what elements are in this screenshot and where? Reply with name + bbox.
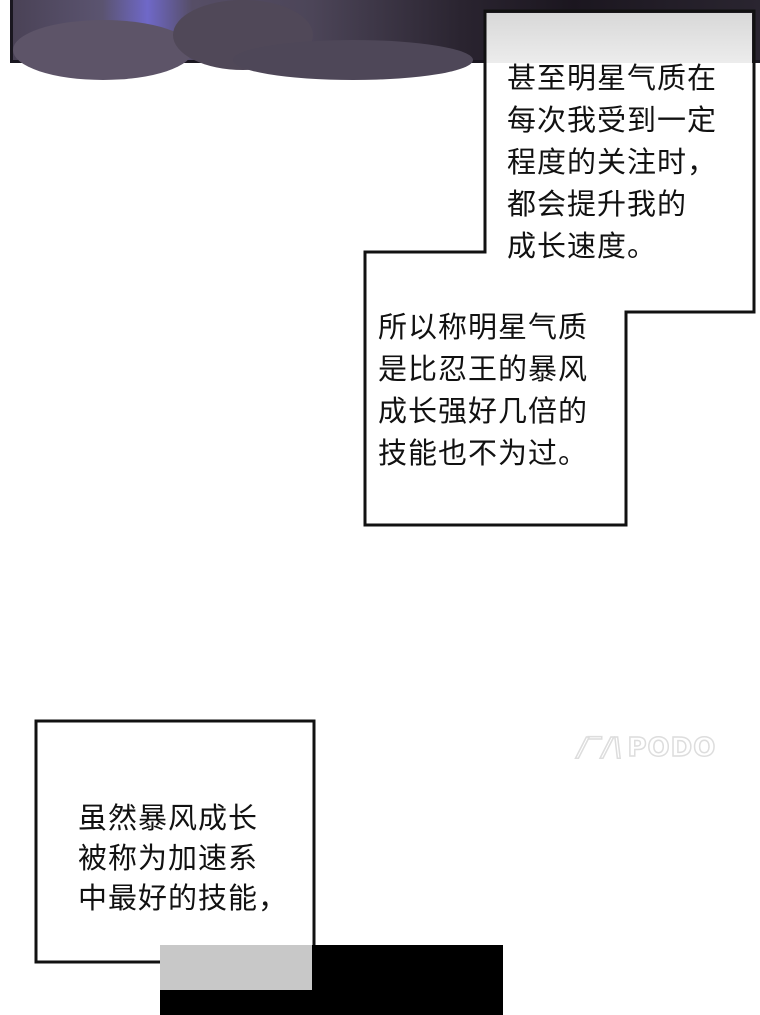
watermark-text: PODO xyxy=(627,732,717,764)
caption-line: 被称为加速系 xyxy=(78,841,259,875)
caption-line: 是比忍王的暴风 xyxy=(378,352,589,386)
rock xyxy=(233,40,473,80)
caption-line: 中最好的技能， xyxy=(78,881,289,915)
comic-panel-gray-overlap xyxy=(160,945,312,990)
watermark-logo: /‾/\PODO xyxy=(577,732,717,764)
caption-line: 成长速度。 xyxy=(507,229,658,263)
caption-line: 所以称明星气质 xyxy=(378,310,589,344)
caption-3: 虽然暴风成长 被称为加速系 中最好的技能， xyxy=(78,798,288,918)
caption-1: 甚至明星气质在 每次我受到一定 程度的关注时， 都会提升我的 成长速度。 xyxy=(507,57,717,267)
caption-line: 甚至明星气质在 xyxy=(507,61,718,95)
rock xyxy=(13,20,193,80)
caption-2: 所以称明星气质 是比忍王的暴风 成长强好几倍的 技能也不为过。 xyxy=(378,306,588,474)
caption-fade-background xyxy=(486,13,752,63)
caption-line: 技能也不为过。 xyxy=(378,436,589,470)
caption-line: 每次我受到一定 xyxy=(507,103,718,137)
caption-line: 程度的关注时， xyxy=(507,145,718,179)
caption-line: 都会提升我的 xyxy=(507,187,688,221)
caption-line: 成长强好几倍的 xyxy=(378,394,589,428)
caption-line: 虽然暴风成长 xyxy=(78,801,259,835)
